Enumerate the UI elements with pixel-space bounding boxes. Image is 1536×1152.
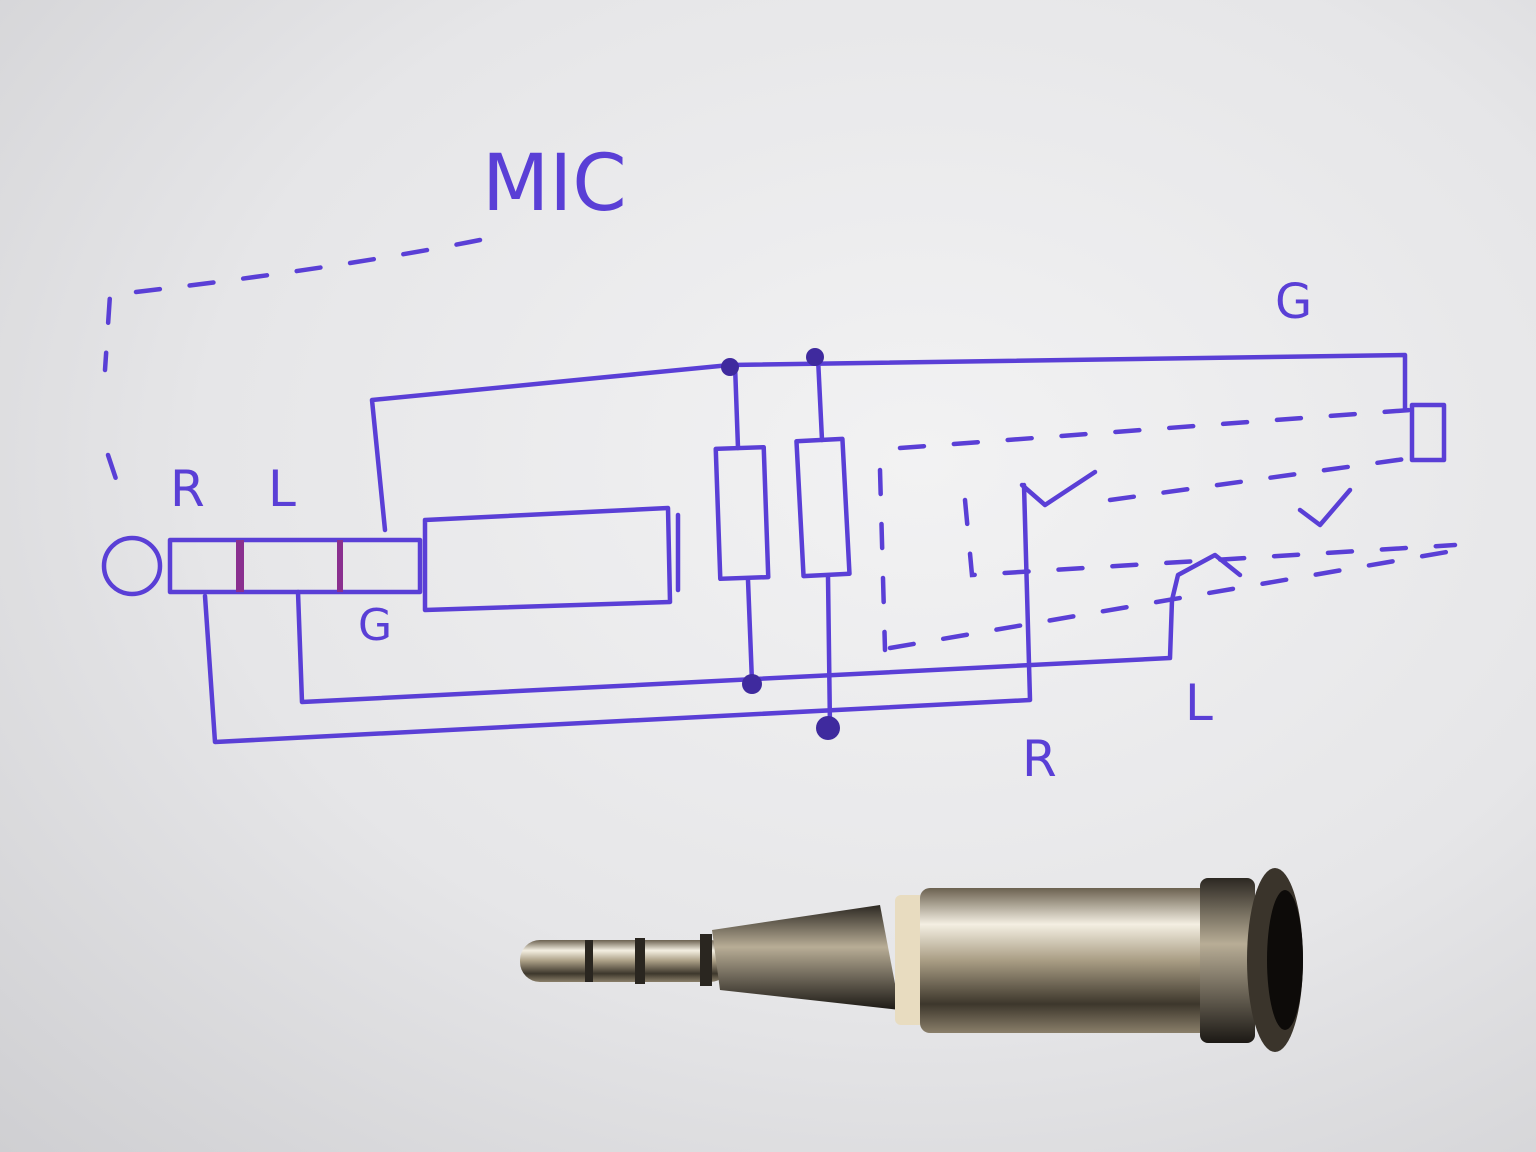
- plug-g-label: G: [358, 600, 392, 651]
- jack-outline: [877, 402, 1473, 653]
- resistor-2: [794, 355, 852, 731]
- plug-r-label: R: [170, 460, 205, 518]
- left-wire: [295, 589, 1175, 705]
- junction-dot: [816, 716, 840, 740]
- ground-wire: [369, 352, 1408, 533]
- adapter-photo: [520, 868, 1303, 1052]
- plug-body: [167, 537, 423, 595]
- junction-dot: [742, 674, 762, 694]
- mic-label: MIC: [482, 139, 627, 229]
- jack-g-contact: [1297, 487, 1353, 528]
- jack-r-contact: [1019, 469, 1098, 508]
- mic-dashed-stub: [105, 452, 121, 488]
- junction-dot: [806, 348, 824, 366]
- plug-sleeve: [422, 505, 673, 613]
- jack-r-label: R: [1022, 730, 1057, 788]
- resistor-1: [713, 362, 771, 685]
- plug-l-label: L: [268, 460, 296, 518]
- junction-dot: [721, 358, 739, 376]
- right-wire: [202, 482, 1033, 745]
- mic-dashed-line: [102, 237, 483, 373]
- jack-l-contact: [1169, 552, 1243, 603]
- jack-g-label: G: [1275, 274, 1312, 330]
- jack-l-label: L: [1185, 674, 1213, 732]
- plug-drawing: [101, 505, 681, 613]
